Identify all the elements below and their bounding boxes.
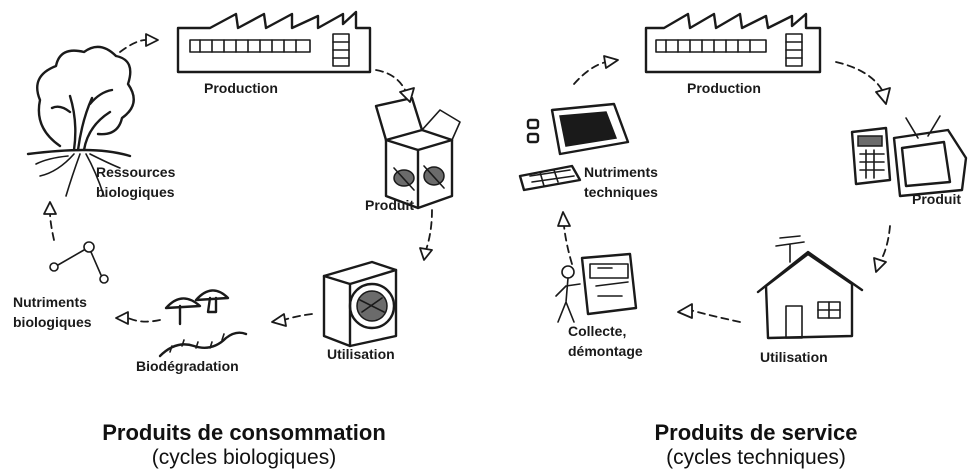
label-collecte-1: Collecte, bbox=[568, 323, 626, 339]
label-nutriments-techniques-1: Nutriments bbox=[584, 164, 658, 180]
caption-left-subtitle: (cycles biologiques) bbox=[151, 446, 337, 469]
mushroom-icon bbox=[164, 289, 230, 326]
washing-machine-icon bbox=[322, 260, 398, 348]
label-nutriments-biologiques-1: Nutriments bbox=[13, 294, 87, 310]
calculator-icon bbox=[850, 126, 892, 186]
label-produit-right: Produit bbox=[912, 191, 961, 207]
caption-right-title: Produits de service bbox=[654, 420, 858, 445]
cycle-arrows-left bbox=[43, 33, 433, 327]
person-icon bbox=[555, 265, 581, 323]
worm-icon bbox=[158, 331, 248, 358]
factory-icon bbox=[176, 10, 372, 74]
tree-icon bbox=[26, 45, 135, 197]
label-collecte-2: démontage bbox=[568, 343, 643, 359]
television-icon bbox=[892, 115, 968, 198]
molecule-icon bbox=[49, 241, 109, 284]
label-ressources-1: Ressources bbox=[96, 164, 176, 180]
caption-left: Produits de consommation (cycles biologi… bbox=[64, 420, 424, 470]
label-utilisation-left: Utilisation bbox=[327, 346, 395, 362]
label-utilisation-right: Utilisation bbox=[760, 349, 828, 365]
right-cycle: Production Produit Utilisation bbox=[518, 12, 968, 365]
label-nutriments-techniques-2: techniques bbox=[584, 184, 658, 200]
caption-right: Produits de service (cycles techniques) bbox=[576, 420, 936, 470]
factory-icon bbox=[644, 12, 822, 74]
label-produit-left: Produit bbox=[365, 197, 414, 213]
box-icon bbox=[374, 96, 461, 210]
label-production-right: Production bbox=[687, 80, 761, 96]
caption-right-subtitle: (cycles techniques) bbox=[666, 446, 846, 469]
cabinet-icon bbox=[580, 252, 638, 316]
house-icon bbox=[756, 235, 864, 340]
label-biodegradation: Biodégradation bbox=[136, 358, 239, 374]
label-production-left: Production bbox=[204, 80, 278, 96]
label-nutriments-biologiques-2: biologiques bbox=[13, 314, 92, 330]
cycle-arrows-right bbox=[557, 55, 891, 323]
caption-left-title: Produits de consommation bbox=[102, 420, 386, 445]
label-ressources-2: biologiques bbox=[96, 184, 175, 200]
left-cycle: Production Produit Utilisation bbox=[13, 10, 461, 374]
keyboard-icon bbox=[518, 102, 630, 192]
